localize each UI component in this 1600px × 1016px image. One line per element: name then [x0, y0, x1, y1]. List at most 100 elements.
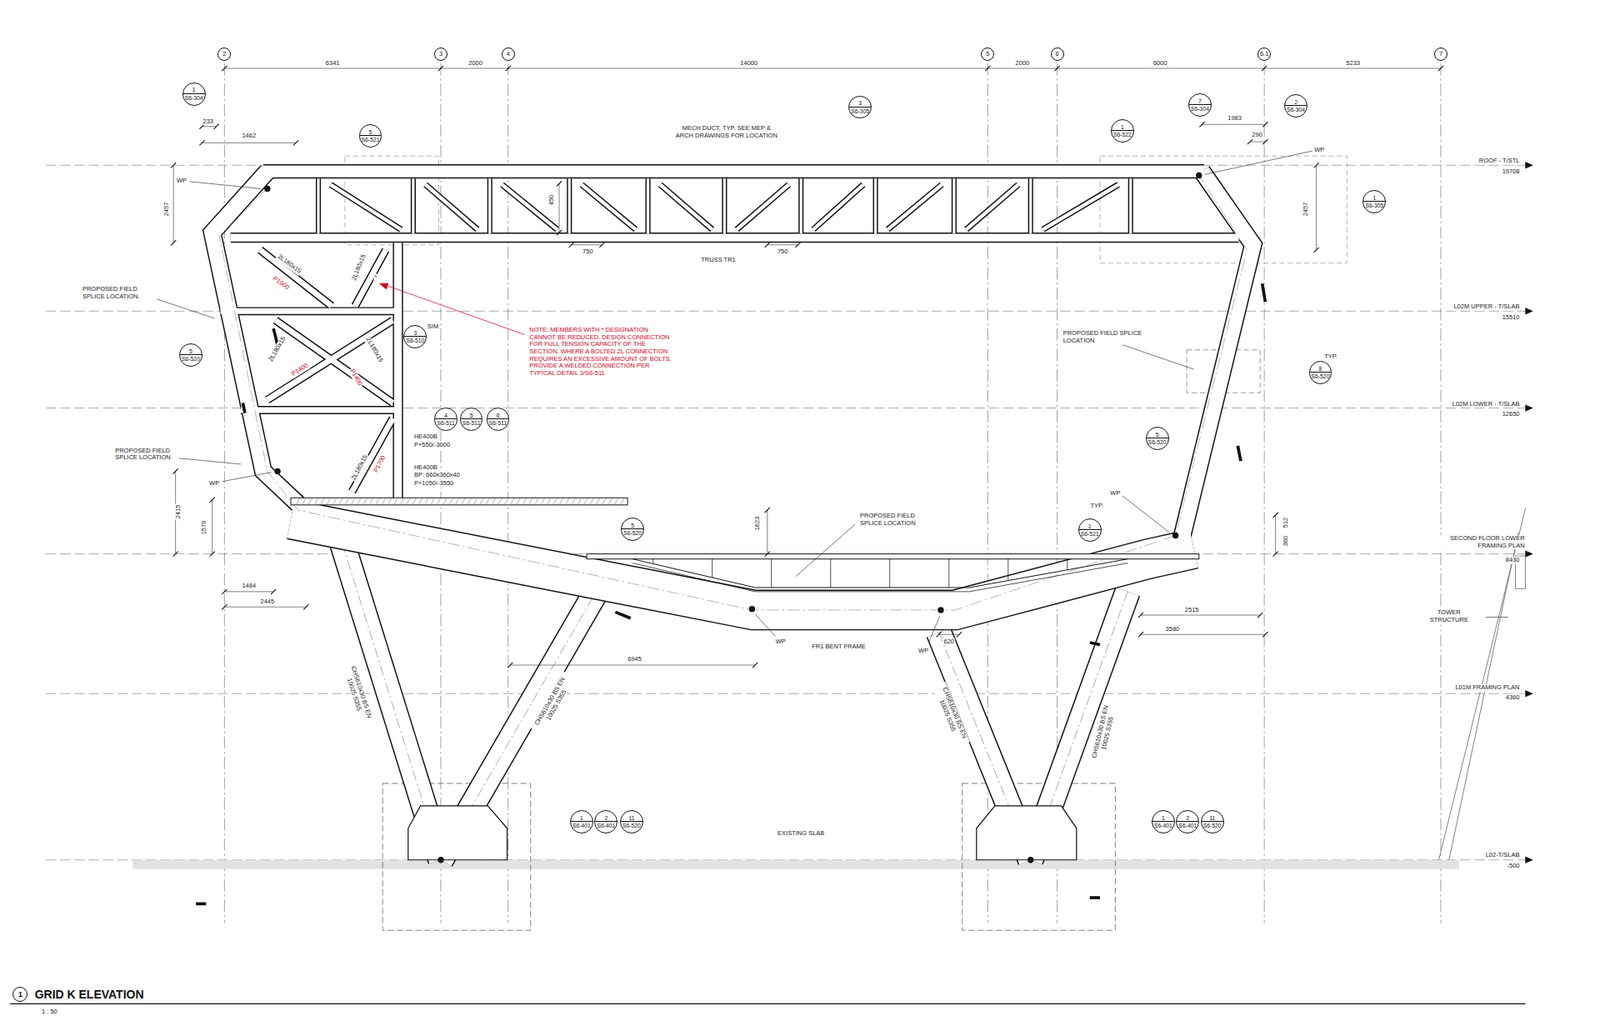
drawing-annotation: PROPOSED FIELD SPLICE LOCATION.	[81, 286, 157, 301]
slab-hatch	[436, 497, 441, 505]
steel-member-fill	[723, 178, 726, 234]
drawing-annotation: TRUSS TR1	[700, 256, 737, 265]
slab-hatch	[535, 497, 540, 505]
dimension-line	[1140, 615, 1260, 616]
steel-member-outline	[501, 185, 557, 230]
slab-hatch	[405, 497, 410, 505]
callout-number: 3	[439, 50, 443, 58]
dimension-line	[1315, 165, 1317, 250]
steel-member-fill	[887, 185, 942, 230]
drawing-annotation: P+1050/-3550	[413, 480, 455, 488]
dimension-line	[766, 510, 768, 555]
dimension-line	[201, 142, 296, 144]
slab-hatch	[504, 497, 509, 505]
red-annotation: P1400	[348, 366, 365, 388]
dimension-tick	[221, 65, 227, 71]
drawing-annotation: 750	[776, 248, 790, 256]
dimension-tick	[569, 242, 575, 248]
note-arrowhead	[380, 283, 389, 290]
grid-line	[1264, 63, 1265, 924]
callout-number: 6	[1055, 50, 1059, 58]
red-annotation: P1000	[270, 275, 291, 293]
sheet-reference: S6-304	[1285, 105, 1307, 113]
drawing-annotation: L01M FRAMING PLAN	[1454, 684, 1520, 692]
section-callout: 3S6-305	[848, 95, 872, 120]
slab-hatch	[590, 497, 595, 505]
drawing-annotation: WP	[208, 480, 220, 488]
floor-joist	[830, 559, 831, 588]
grid-bubble: 4	[501, 47, 515, 61]
drawing-annotation: 1 : 50	[40, 1008, 59, 1016]
steel-member-fill	[260, 250, 332, 306]
steel-member-fill	[425, 185, 478, 230]
slab-hatch	[460, 497, 465, 505]
steel-member-fill	[1042, 185, 1119, 230]
steel-member-fill	[1029, 178, 1032, 234]
level-marker	[1525, 550, 1534, 557]
drawing-annotation: BP: 660x360x40	[413, 471, 461, 480]
steel-member-outline	[240, 405, 399, 415]
section-callout: 11S6-520	[1200, 810, 1225, 834]
drawing-annotation: 6341	[325, 60, 341, 68]
sheet-reference: S6-305	[849, 106, 871, 115]
section-callout: 1S6-522	[1110, 119, 1135, 143]
steel-member-fill	[581, 185, 636, 230]
dimension-line	[211, 500, 213, 555]
dimension-tick	[795, 242, 800, 248]
drawing-annotation: 450	[548, 194, 556, 207]
steel-member-fill	[952, 178, 955, 234]
sheet-reference: S6-522	[1111, 130, 1134, 138]
section-callout: 5S6-520	[179, 343, 203, 367]
dimension-line	[224, 590, 274, 592]
existing-slab	[132, 860, 1460, 870]
slab-hatch	[595, 497, 600, 505]
drawing-annotation: WP	[175, 176, 188, 185]
slab-hatch	[540, 497, 545, 505]
callout-number: 1	[580, 815, 584, 821]
sheet-reference: S6-304	[183, 93, 205, 101]
steel-member-outline	[392, 242, 403, 502]
drawing-annotation: MECH DUCT, TYP. SEE MEP & ARCH DRAWINGS …	[675, 125, 779, 140]
drawing-annotation: SIM	[426, 322, 440, 330]
steel-member-outline	[1128, 178, 1134, 234]
red-annotation: *	[373, 274, 378, 282]
steel-member-fill	[263, 165, 1205, 178]
steel-member-outline	[951, 178, 957, 234]
level-marker	[1525, 856, 1534, 863]
callout-number: 4	[444, 412, 448, 419]
drawing-annotation: 620	[943, 638, 956, 646]
callout-number: 3	[413, 330, 417, 336]
drawing-annotation: CHS610x30 BS EN 10025 S355	[340, 660, 374, 727]
drawing-annotation: 6000	[1152, 60, 1169, 68]
drawing-annotation: 15510	[1501, 313, 1521, 321]
dimension-line	[1140, 634, 1265, 635]
floor-joist	[652, 559, 654, 565]
callout-number: 5	[630, 522, 635, 529]
steel-member-outline	[487, 178, 493, 234]
floor-slab	[290, 497, 628, 505]
dimension-tick	[1262, 631, 1268, 637]
callout-number: 5	[369, 129, 373, 135]
drawing-annotation: 6945	[626, 655, 643, 663]
section-callout: 5S6-511	[460, 407, 483, 430]
level-marker	[1525, 690, 1534, 697]
red-annotation: P1400	[290, 361, 311, 379]
steel-member-outline	[260, 250, 332, 306]
leader-line	[755, 614, 775, 637]
slab-hatch	[522, 497, 527, 505]
dimension-tick	[170, 162, 176, 168]
dimension-tick	[1055, 65, 1060, 71]
drawing-annotation: CHS610x30 BS EN 10025 S355	[932, 680, 970, 747]
drawing-annotation: 2415	[175, 504, 183, 520]
section-callout: 1S6-401	[1151, 810, 1175, 834]
steel-member-outline	[351, 418, 393, 492]
drawing-annotation: PROPOSED FIELD SPLICE LOCATION	[114, 447, 180, 462]
callout-number: 1	[1372, 195, 1376, 201]
drawing-annotation: 2457	[162, 201, 170, 218]
steel-member-outline	[966, 185, 1019, 230]
sheet-reference: S6-520	[1201, 820, 1224, 829]
drawing-annotation: TYP.	[1323, 353, 1339, 361]
grid-bubble: 6.1	[1257, 47, 1271, 61]
tower-line	[1439, 508, 1526, 860]
slab-hatch	[308, 497, 313, 505]
